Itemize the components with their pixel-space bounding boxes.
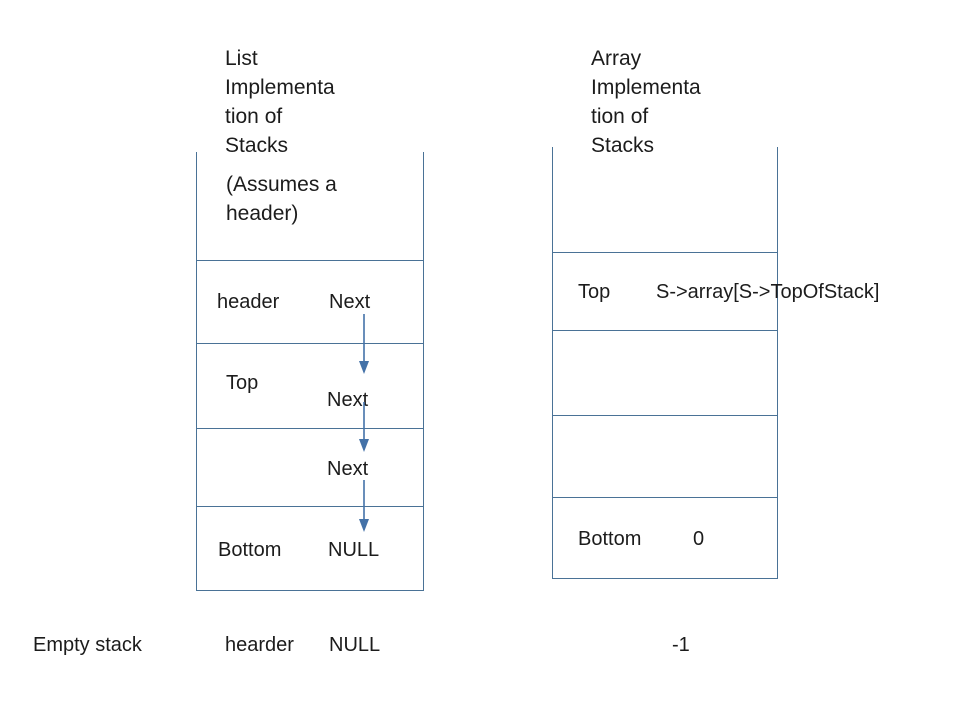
empty-stack-list-pointer: hearder bbox=[225, 634, 294, 656]
cell-label-top: Top bbox=[578, 281, 611, 303]
table-row bbox=[553, 330, 777, 415]
array-stack-table: Top S->array[S->TopOfStack] Bottom 0 bbox=[552, 147, 879, 579]
cell-label-header: header bbox=[217, 291, 280, 313]
assumes-header-note: (Assumes a header) bbox=[226, 173, 337, 225]
table-row: header Next bbox=[197, 260, 423, 343]
cell-value-next-1: Next bbox=[329, 291, 371, 313]
cell-label-top: Top bbox=[226, 372, 259, 394]
empty-stack-label: Empty stack bbox=[33, 634, 142, 656]
next-arrow-1 bbox=[359, 314, 369, 374]
table-row bbox=[553, 147, 777, 252]
cell-label-bottom: Bottom bbox=[578, 528, 642, 550]
table-row: Bottom NULL bbox=[197, 506, 423, 591]
table-row: (Assumes a header) bbox=[197, 152, 423, 260]
empty-stack-array-value: -1 bbox=[672, 634, 690, 656]
list-stack-table: (Assumes a header) header Next Top Next … bbox=[196, 152, 424, 591]
cell-value-next-2: Next bbox=[327, 389, 369, 411]
table-row: Top S->array[S->TopOfStack] bbox=[553, 252, 879, 330]
table-row bbox=[553, 415, 777, 497]
array-implementation-title: Array Implementa tion of Stacks bbox=[591, 47, 701, 157]
next-arrow-2 bbox=[359, 402, 369, 452]
cell-value-zero: 0 bbox=[693, 528, 705, 550]
table-row: Top Next bbox=[197, 343, 423, 428]
cell-label-bottom: Bottom bbox=[218, 539, 282, 561]
cell-value-null: NULL bbox=[328, 539, 380, 561]
cell-value-top-expression: S->array[S->TopOfStack] bbox=[656, 281, 880, 303]
cell-value-next-3: Next bbox=[327, 458, 369, 480]
table-row: Next bbox=[197, 428, 423, 506]
next-arrow-3 bbox=[359, 480, 369, 532]
list-implementation-title: List Implementa tion of Stacks bbox=[225, 47, 335, 157]
empty-stack-list-value: NULL bbox=[329, 634, 381, 656]
table-row: Bottom 0 bbox=[553, 497, 777, 578]
